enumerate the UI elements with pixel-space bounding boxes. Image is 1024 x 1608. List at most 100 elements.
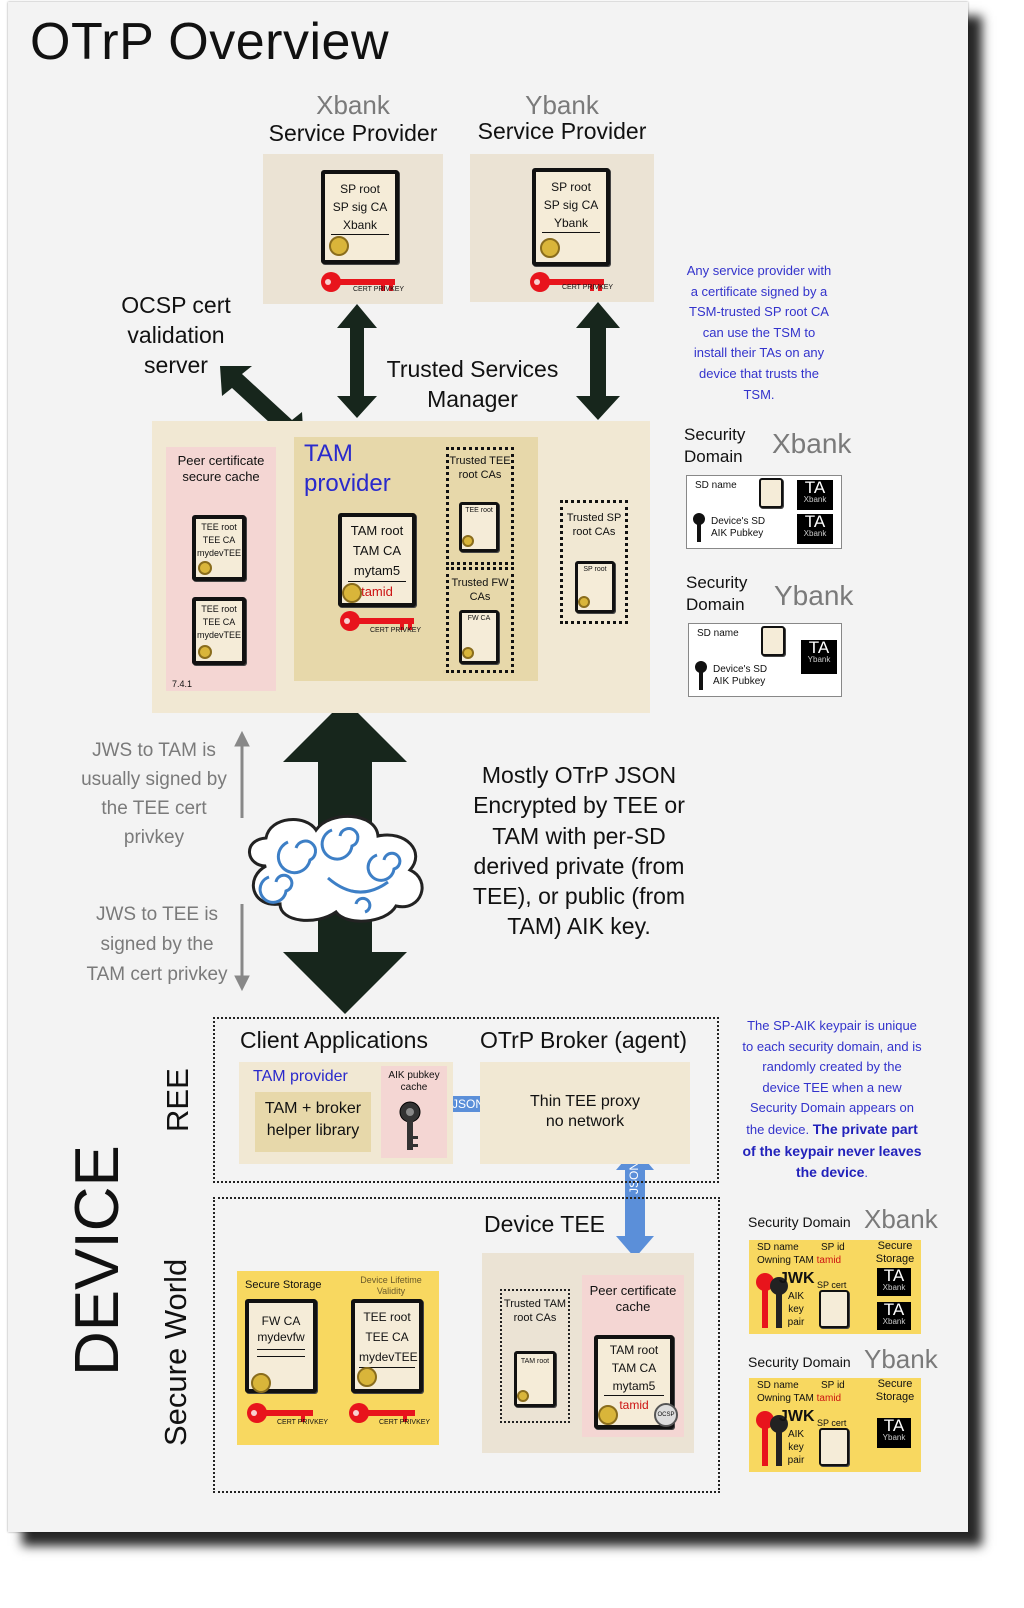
jws-to-tee-note: JWS to TEE is signed by the TAM cert pri… xyxy=(86,904,228,985)
cert-line: SP sig CA xyxy=(543,198,599,212)
trusted-fw-box: Trusted FW CAs FW CA xyxy=(446,567,514,673)
owning-text: Owning TAM xyxy=(757,1393,814,1404)
ta-sub-label: Xbank xyxy=(882,1317,906,1326)
seal-icon xyxy=(540,238,560,258)
secure-storage-box: Secure Storage Device Lifetime Validity … xyxy=(237,1271,439,1445)
cert-line: TAM root xyxy=(520,1358,550,1365)
ree-box xyxy=(213,1017,719,1183)
peer-cache2-label: Peer certificate cache xyxy=(589,1283,677,1314)
red-keys-icon xyxy=(756,1411,788,1466)
fw-cert: FW CA mydevfw xyxy=(245,1299,317,1393)
black-key-icon xyxy=(693,513,705,542)
sp-xbank-name: Xbank xyxy=(316,90,390,120)
sp-ybank-cert: SP root SP sig CA Ybank xyxy=(532,168,610,266)
sp-ybank-label: Service Provider xyxy=(477,118,647,144)
secure-world-box xyxy=(213,1197,720,1493)
sd-name-label: SD name xyxy=(695,480,737,491)
device-tee-box: Trusted TAM root CAs TAM root Peer certi… xyxy=(482,1253,694,1453)
sd-name-label: SD name xyxy=(697,628,739,639)
seal-icon xyxy=(198,645,212,659)
tam-root-cert: TAM root xyxy=(514,1351,556,1407)
sp-cert-icon xyxy=(819,1428,849,1466)
ocsp-stamp-icon: OCSP xyxy=(654,1403,678,1427)
ta-label: TA xyxy=(883,1266,905,1285)
seal-icon xyxy=(357,1367,377,1387)
seal-icon xyxy=(329,236,349,256)
cert-line: mydevTEE xyxy=(196,548,241,558)
sd-name-label: SD name xyxy=(757,1242,799,1253)
seal-icon xyxy=(462,535,474,547)
sdy-yellow-bank: Ybank xyxy=(864,1344,938,1374)
secure-world-label: Secure World xyxy=(158,1258,193,1446)
thin-proxy-label: Thin TEE proxy no network xyxy=(530,1093,640,1130)
broker-box: Thin TEE proxy no network xyxy=(480,1062,690,1164)
aik-keypair-label: AIK key pair xyxy=(787,1291,805,1328)
helper-library-box: TAM + broker helper library xyxy=(255,1092,371,1152)
ree-label: REE xyxy=(160,1068,195,1132)
peer-cache-box: Peer certificate secure cache TEE root T… xyxy=(166,447,276,691)
cert-line: TEE root xyxy=(363,1310,411,1324)
json-label: JSON xyxy=(452,1097,485,1111)
seal-icon xyxy=(342,583,362,603)
jwk-label: JWK xyxy=(779,1408,815,1425)
key-label: CERT PRIVKEY xyxy=(379,1419,431,1426)
cert-line: mytam5 xyxy=(604,1377,664,1396)
sdy-yellow-card: SD name SP id Owning TAM tamid Secure St… xyxy=(749,1378,921,1472)
version-label: 7.4.1 xyxy=(172,679,193,689)
seal-icon xyxy=(251,1373,271,1393)
secure-storage-label: Secure Storage xyxy=(875,1378,915,1403)
sp-id-label: SP id xyxy=(821,1242,845,1253)
sp-id-label: SP id xyxy=(821,1380,845,1391)
sp-root-cert: SP root xyxy=(575,561,615,613)
ta-label: TA xyxy=(804,478,826,497)
sp-note: Any service provider with a certificate … xyxy=(686,263,832,402)
seal-icon xyxy=(462,647,474,659)
sdx-yellow-bank: Xbank xyxy=(864,1204,938,1234)
sd-name-label: SD name xyxy=(757,1380,799,1391)
cert-line: mydevTEE xyxy=(359,1347,418,1368)
cloud-icon xyxy=(248,815,424,923)
cert-line: Xbank xyxy=(331,216,389,235)
trusted-sp-label: Trusted SP root CAs xyxy=(566,512,622,538)
key-label: CERT PRIVKEY xyxy=(562,284,614,291)
cert-line: TEE root xyxy=(201,604,237,614)
cert-line: SP sig CA xyxy=(332,200,388,214)
key-label: CERT PRIVKEY xyxy=(353,286,405,293)
fw-ca-cert: FW CA xyxy=(459,610,499,664)
key-label: CERT PRIVKEY xyxy=(277,1419,329,1426)
cert-line: TAM root xyxy=(609,1343,659,1357)
encryption-note: Mostly OTrP JSON Encrypted by TEE or TAM… xyxy=(472,762,686,940)
peer-cache-label: Peer certificate secure cache xyxy=(177,453,265,484)
tam-provider-label: TAM provider xyxy=(304,440,391,497)
cert-line: SP root xyxy=(583,566,607,573)
peer-cert-2: TEE root TEE CA mydevTEE xyxy=(192,597,246,665)
sp-ybank-box: SP root SP sig CA Ybank CERT PRIVKEY xyxy=(470,154,654,302)
cert-line: SP root xyxy=(340,182,380,196)
sd-cert-icon xyxy=(759,478,783,508)
sd-xbank-label: Security Domain xyxy=(684,425,746,466)
ocsp-label: OCSP cert validation server xyxy=(121,292,231,378)
sp-cert-label: SP cert xyxy=(817,1418,847,1428)
black-key-icon xyxy=(399,1101,421,1150)
tam-cert: TAM root TAM CA mytam5 tamid xyxy=(338,513,416,607)
sp-cert-icon xyxy=(819,1290,849,1328)
device-label: DEVICE xyxy=(63,1145,132,1376)
tam-provider-box: TAM provider TAM root TAM CA mytam5 tami… xyxy=(294,437,538,681)
red-keys-icon xyxy=(756,1273,788,1328)
trusted-sp-box: Trusted SP root CAs SP root xyxy=(560,500,628,624)
cert-line: TAM CA xyxy=(352,543,402,558)
tamid-label: tamid xyxy=(816,1255,842,1266)
helper-library-label: TAM + broker helper library xyxy=(264,1100,362,1139)
device-lifetime-label: Device Lifetime Validity xyxy=(360,1275,422,1296)
double-arrow-icon xyxy=(576,302,620,420)
sd-ybank-bank: Ybank xyxy=(774,580,854,611)
page-title: OTrP Overview xyxy=(30,13,389,71)
tamid-label: tamid xyxy=(619,1398,649,1412)
tee-cert: TEE root TEE CA mydevTEE xyxy=(351,1299,423,1393)
cert-line: Ybank xyxy=(542,214,600,233)
